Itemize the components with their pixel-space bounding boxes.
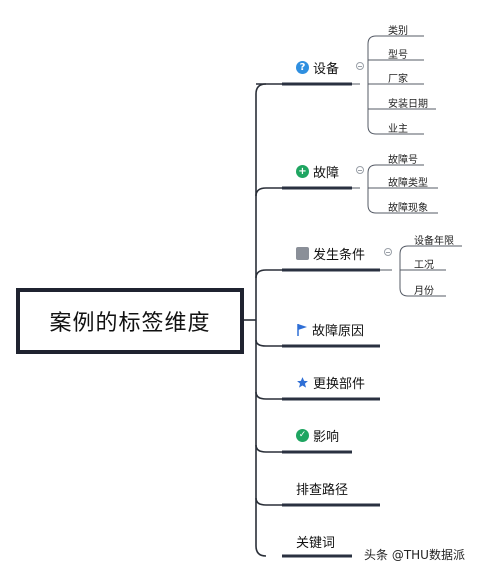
- collapse-toggle[interactable]: [384, 248, 392, 256]
- question-icon: ?: [296, 61, 309, 74]
- leaf-node[interactable]: 设备年限: [414, 236, 454, 247]
- document-icon: [296, 247, 309, 260]
- leaf-node[interactable]: 故障现象: [388, 203, 428, 214]
- branch-label: 关键词: [296, 536, 336, 551]
- flag-icon: [297, 323, 307, 336]
- branch-conditions[interactable]: 发生条件: [296, 244, 365, 263]
- branch-troubleshooting[interactable]: 排查路径: [296, 479, 348, 498]
- watermark: 头条 @THU数据派: [364, 548, 465, 562]
- branch-label: 影响: [313, 430, 340, 445]
- branch-label: 设备: [313, 62, 340, 77]
- branch-fault[interactable]: + 故障: [296, 162, 339, 181]
- branch-label: 发生条件: [313, 248, 366, 263]
- branch-label: 故障: [313, 166, 340, 181]
- branch-cause[interactable]: 故障原因: [296, 320, 364, 339]
- leaf-node[interactable]: 厂家: [388, 74, 408, 85]
- branch-label: 故障原因: [312, 324, 365, 339]
- root-label: 案例的标签维度: [49, 311, 211, 336]
- root-node[interactable]: 案例的标签维度: [16, 288, 244, 354]
- branch-keywords[interactable]: 关键词: [296, 532, 335, 551]
- leaf-node[interactable]: 月份: [414, 286, 434, 297]
- leaf-node[interactable]: 型号: [388, 50, 408, 61]
- collapse-toggle[interactable]: [356, 166, 364, 174]
- branch-impact[interactable]: ✓ 影响: [296, 426, 339, 445]
- collapse-toggle[interactable]: [356, 62, 364, 70]
- leaf-node[interactable]: 安装日期: [388, 99, 428, 110]
- branch-label: 更换部件: [313, 377, 366, 392]
- leaf-node[interactable]: 故障号: [388, 155, 418, 166]
- plus-icon: +: [296, 165, 309, 178]
- branch-equipment[interactable]: ? 设备: [296, 58, 339, 77]
- branch-label: 排查路径: [296, 483, 349, 498]
- star-icon: [297, 377, 308, 388]
- leaf-node[interactable]: 业主: [388, 124, 408, 135]
- leaf-node[interactable]: 类别: [388, 26, 408, 37]
- check-icon: ✓: [296, 429, 309, 442]
- branch-replaced-parts[interactable]: 更换部件: [296, 373, 365, 392]
- leaf-node[interactable]: 工况: [414, 260, 434, 271]
- leaf-node[interactable]: 故障类型: [388, 178, 428, 189]
